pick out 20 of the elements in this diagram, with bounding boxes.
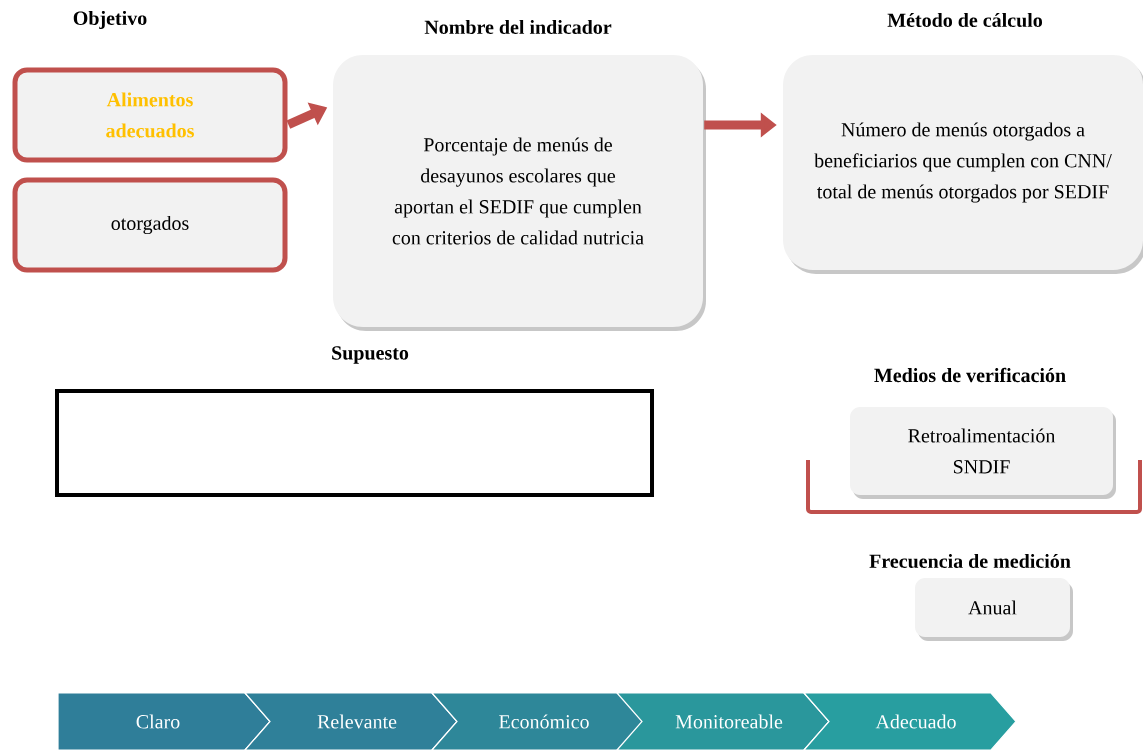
info-box: Nombre del indicador Porcentaje de menús de desayunos escolares que aportan el SEDIF que cumplen con criterios de calidad nutricia (333, 19, 706, 331)
node-label: Supuesto (332, 346, 409, 364)
chevron-step: Adecuado (802, 692, 1017, 751)
node-label: Claro (136, 714, 180, 729)
chevron-step: Relevante (243, 692, 458, 751)
chevron-step: Económico (430, 692, 645, 751)
node-label: Relevante (317, 714, 397, 729)
node-label: Nombre del indicador (424, 19, 612, 35)
section-heading: Objetivo (73, 10, 147, 30)
chevron-step: Claro (57, 692, 271, 751)
objective-box: otorgados (12, 177, 288, 273)
info-box: Método de cálculo Número de menús otorgados a beneficiarios que cumplen con CNN/ total de menús otorgados por SEDIF (783, 12, 1143, 274)
objective-box: Alimentos adecuados (12, 67, 288, 163)
chevron-step: Monitoreable (615, 692, 830, 751)
node-label: Frecuencia de medición (869, 553, 1071, 569)
empty-box: Supuesto (55, 346, 654, 497)
node-label: Método de cálculo (887, 12, 1043, 28)
info-box: Frecuencia de medición Anual (869, 553, 1073, 641)
node-label: Medios de verificación (874, 367, 1066, 383)
info-box: Medios de verificación Retroalimentación SNDIF (850, 367, 1116, 499)
